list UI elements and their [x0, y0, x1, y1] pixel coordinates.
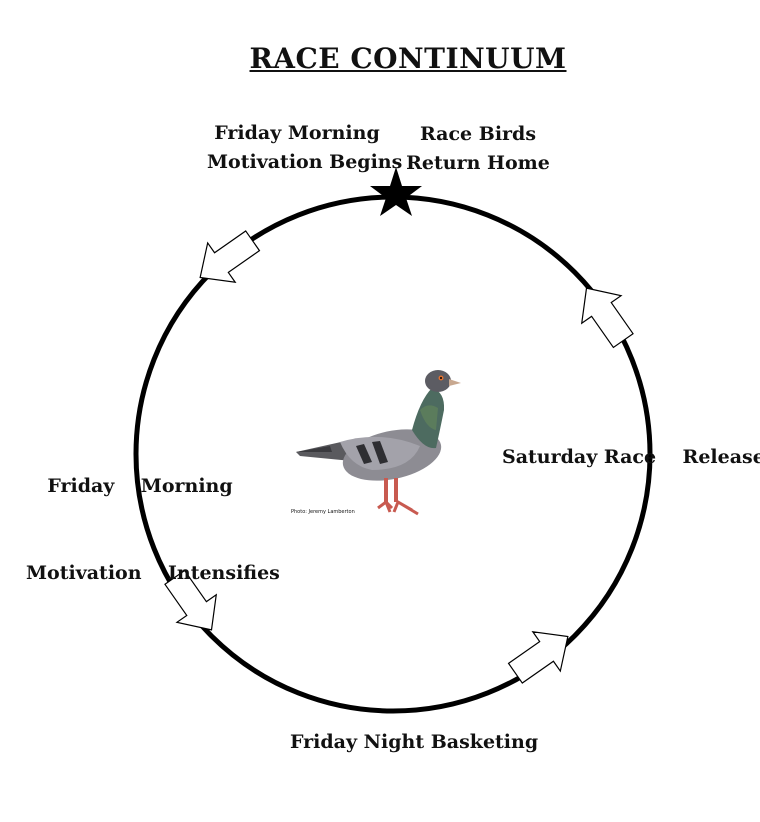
star-icon — [370, 167, 422, 216]
label-line: Motivation Begins — [207, 151, 403, 173]
cycle-arrow-icon — [580, 287, 634, 349]
label-friday-morning-intensifies: Friday Morning Motivation Intensifies — [26, 414, 280, 617]
label-line: Friday Morning — [214, 122, 380, 144]
diagram-title: RACE CONTINUUM — [249, 42, 567, 75]
cycle-arrow-icon — [507, 630, 569, 684]
cycle-arrow-icon — [164, 569, 218, 631]
label-line: Return Home — [406, 152, 550, 174]
label-saturday-race-release: Saturday Race Release — [502, 446, 760, 468]
pigeon-image — [296, 370, 461, 516]
label-race-birds-return: Race Birds Return Home — [405, 120, 551, 178]
label-line: Race Birds — [419, 123, 537, 145]
label-friday-morning-begins: Friday Morning Motivation Begins — [207, 119, 403, 177]
label-line: Motivation Intensifies — [26, 562, 280, 584]
label-friday-night-basketing: Friday Night Basketing — [290, 731, 539, 753]
photo-credit: Photo: Jeremy Lamberton — [291, 509, 355, 515]
label-line: Friday Morning — [47, 475, 233, 497]
cycle-arrow-icon — [199, 230, 261, 284]
